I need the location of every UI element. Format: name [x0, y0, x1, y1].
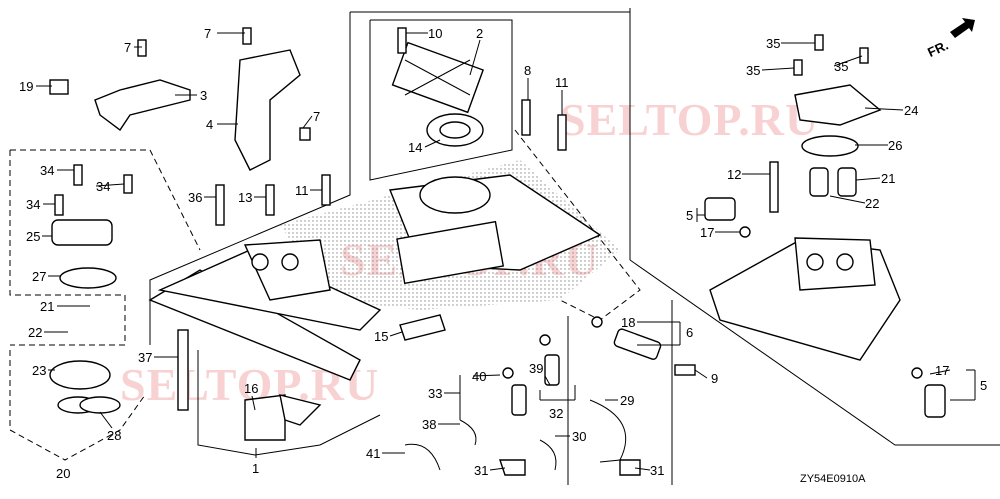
part-label-20[interactable]: 20: [56, 466, 70, 481]
part-label-6[interactable]: 6: [686, 325, 693, 340]
part-label-28[interactable]: 28: [107, 428, 121, 443]
diagram-code: ZY54E0910A: [800, 473, 866, 485]
part-label-18[interactable]: 18: [621, 315, 635, 330]
part-label-39[interactable]: 39: [529, 361, 543, 376]
front-label: FR.: [925, 38, 950, 60]
part-label-19[interactable]: 19: [19, 79, 33, 94]
part-label-17[interactable]: 17: [700, 225, 714, 240]
part-label-22[interactable]: 22: [865, 196, 879, 211]
watermark: SELTOP.RU: [560, 94, 819, 145]
part-label-26[interactable]: 26: [888, 138, 902, 153]
part-label-40[interactable]: 40: [472, 369, 486, 384]
part-label-16[interactable]: 16: [244, 381, 258, 396]
part-label-14[interactable]: 14: [408, 140, 422, 155]
parts: [49, 27, 946, 476]
part-label-5[interactable]: 5: [980, 378, 987, 393]
front-direction-marker: FR.: [925, 18, 975, 60]
part-label-36[interactable]: 36: [188, 190, 202, 205]
part-label-27[interactable]: 27: [32, 269, 46, 284]
part-label-9[interactable]: 9: [711, 371, 718, 386]
part-label-34[interactable]: 34: [26, 197, 40, 212]
part-label-22[interactable]: 22: [28, 325, 42, 340]
part-label-2[interactable]: 2: [476, 26, 483, 41]
part-label-7[interactable]: 7: [313, 109, 320, 124]
part-label-3[interactable]: 3: [200, 88, 207, 103]
leader-lines: [36, 32, 976, 471]
part-label-35[interactable]: 35: [746, 63, 760, 78]
part-label-31[interactable]: 31: [650, 463, 664, 478]
part-label-23[interactable]: 23: [32, 363, 46, 378]
part-label-35[interactable]: 35: [834, 59, 848, 74]
part-label-8[interactable]: 8: [524, 63, 531, 78]
part-label-25[interactable]: 25: [26, 229, 40, 244]
part-label-21[interactable]: 21: [40, 299, 54, 314]
part-label-4[interactable]: 4: [206, 117, 213, 132]
part-label-33[interactable]: 33: [428, 386, 442, 401]
part-number-labels: 7 7 19 3 4 7 10 2 8 11 14 35 35 35 24 26…: [19, 26, 987, 481]
part-label-17[interactable]: 17: [935, 363, 949, 378]
part-label-11[interactable]: 11: [555, 75, 569, 90]
part-label-11[interactable]: 11: [295, 183, 309, 198]
part-label-7[interactable]: 7: [124, 40, 131, 55]
part-label-34[interactable]: 34: [40, 163, 54, 178]
part-label-30[interactable]: 30: [572, 429, 586, 444]
part-label-24[interactable]: 24: [904, 103, 918, 118]
part-label-32[interactable]: 32: [549, 406, 563, 421]
part-label-21[interactable]: 21: [881, 171, 895, 186]
part-label-10[interactable]: 10: [428, 26, 442, 41]
part-label-15[interactable]: 15: [374, 329, 388, 344]
part-label-35[interactable]: 35: [766, 36, 780, 51]
part-label-41[interactable]: 41: [366, 446, 380, 461]
section-boundaries: [9, 8, 1000, 485]
part-label-12[interactable]: 12: [727, 167, 741, 182]
part-label-7[interactable]: 7: [204, 26, 211, 41]
part-label-1[interactable]: 1: [252, 461, 259, 476]
part-label-5[interactable]: 5: [686, 208, 693, 223]
part-label-37[interactable]: 37: [138, 350, 152, 365]
main-frame: [148, 174, 602, 381]
part-label-13[interactable]: 13: [238, 190, 252, 205]
part-label-29[interactable]: 29: [620, 393, 634, 408]
part-label-38[interactable]: 38: [422, 417, 436, 432]
part-label-31[interactable]: 31: [474, 463, 488, 478]
part-label-34[interactable]: 34: [96, 179, 110, 194]
